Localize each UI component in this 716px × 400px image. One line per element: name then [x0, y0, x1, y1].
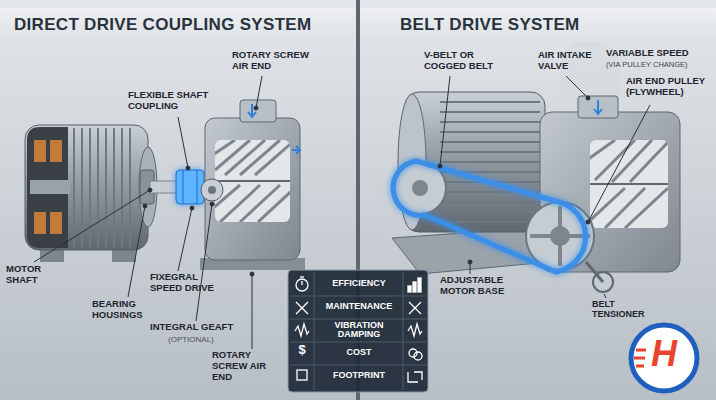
part-label: MOTOR SHAFT [6, 264, 52, 286]
comparison-row: COST [316, 342, 402, 364]
part-label: AIR END PULLEY (FLYWHEEL) [626, 76, 712, 98]
row-label: MAINTENANCE [326, 302, 393, 311]
part-label: INTEGRAL GEAFT [150, 322, 240, 333]
part-label: (VIA PULLEY CHANGE) [606, 61, 712, 70]
row-label: VIBRATION DAMPING [318, 321, 400, 340]
part-label: BEARING HOUSINGS [92, 299, 154, 321]
comparison-row: FOOTPRINT [316, 365, 402, 387]
comparison-table [288, 270, 428, 392]
header-band: DIRECT DRIVE COUPLING SYSTEM [0, 8, 356, 42]
part-label: V-BELT OR COGGED BELT [424, 50, 496, 72]
comparison-row: MAINTENANCE [316, 296, 402, 318]
comparison-row: EFFICIENCY [316, 273, 402, 295]
rotary-screw-air-end [200, 100, 305, 270]
row-label: EFFICIENCY [332, 279, 386, 288]
part-label: ROTARY SCREW AIR END [232, 50, 312, 72]
row-label: FOOTPRINT [333, 371, 385, 380]
header-band: BELT DRIVE SYSTEM [360, 8, 716, 42]
part-label: BELT TENSIONER [592, 299, 652, 320]
brand-logo [631, 325, 697, 391]
part-label: FLEXIBLE SHAFT COUPLING [128, 90, 210, 112]
row-label: COST [346, 348, 371, 357]
logo-letter: H [631, 336, 697, 372]
rotary-screw-air-end [540, 96, 680, 272]
panel-title: DIRECT DRIVE COUPLING SYSTEM [14, 15, 311, 35]
part-label: (OPTIONAL) [168, 335, 230, 344]
electric-motor [25, 125, 157, 262]
part-label: ROTARY SCREW AIR END [212, 350, 286, 383]
part-label: ADJUSTABLE MOTOR BASE [440, 275, 520, 297]
cost-icon: $ [290, 343, 314, 358]
part-label: VARIABLE SPEED [606, 48, 710, 59]
part-label: FIXEGRAL SPEED DRIVE [150, 272, 228, 294]
motor-shaft [150, 181, 178, 193]
comparison-row: VIBRATION DAMPING [316, 319, 402, 341]
flexible-coupling [176, 170, 204, 204]
panel-title: BELT DRIVE SYSTEM [400, 15, 580, 35]
leader-lines [34, 76, 650, 349]
part-label: AIR INTAKE VALVE [538, 50, 598, 72]
